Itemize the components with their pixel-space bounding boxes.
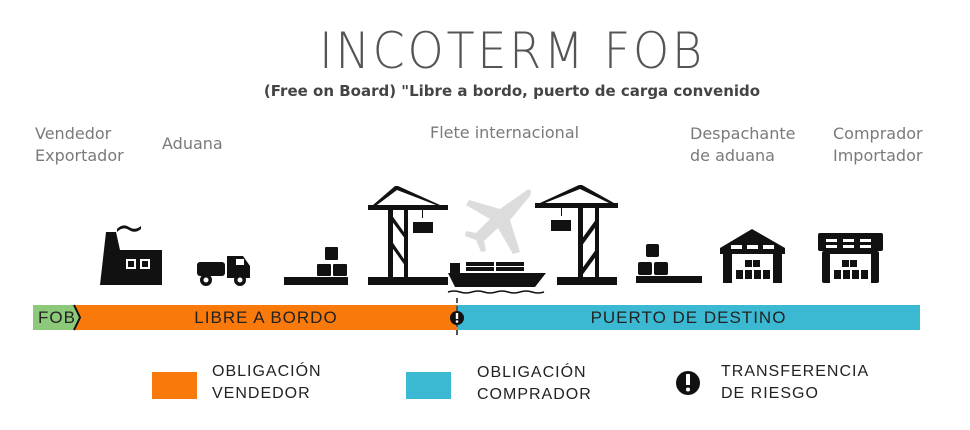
role-broker-line1: Despachante — [690, 124, 796, 143]
legend-buyer-line1: OBLIGACIÓN — [477, 364, 587, 381]
legend-buyer-swatch — [406, 372, 451, 399]
role-customs: Aduana — [162, 134, 223, 153]
buyer-segment: PUERTO DE DESTINO — [457, 305, 920, 330]
port-crane-icon — [535, 185, 618, 285]
role-buyer-line2: Importador — [833, 146, 923, 165]
truck-icon — [197, 256, 250, 286]
pallet-boxes-icon — [636, 244, 702, 283]
role-buyer-line1: Comprador — [833, 124, 923, 143]
factory-icon — [100, 225, 162, 285]
warehouse-icon — [818, 233, 883, 283]
legend-buyer-label: OBLIGACIÓN COMPRADOR — [477, 362, 592, 406]
legend-risk-label: TRANSFERENCIA DE RIESGO — [721, 361, 869, 405]
seller-segment: LIBRE A BORDO — [75, 305, 457, 330]
warehouse-icon — [720, 229, 785, 283]
legend-risk-line1: TRANSFERENCIA — [721, 363, 870, 380]
cargo-ship-icon — [447, 262, 546, 294]
legend-seller-line2: VENDEDOR — [212, 385, 311, 402]
fob-tag: FOB — [33, 305, 81, 330]
legend-seller-label: OBLIGACIÓN VENDEDOR — [212, 361, 322, 405]
role-broker-line2: de aduana — [690, 146, 775, 165]
role-seller-line2: Exportador — [35, 146, 124, 165]
legend-seller-swatch — [152, 372, 197, 399]
role-freight: Flete internacional — [430, 123, 580, 142]
airplane-icon — [465, 189, 531, 254]
role-broker: Despachante de aduana — [690, 123, 795, 167]
page-title: INCOTERM FOB — [319, 22, 705, 80]
role-seller-line1: Vendedor — [35, 124, 112, 143]
legend-seller-line1: OBLIGACIÓN — [212, 363, 322, 380]
legend-buyer-line2: COMPRADOR — [477, 386, 592, 403]
role-buyer: Comprador Importador — [833, 123, 923, 167]
subtitle: (Free on Board) "Libre a bordo, puerto d… — [263, 82, 761, 100]
port-crane-icon — [368, 186, 448, 285]
legend-risk-line2: DE RIESGO — [721, 385, 819, 402]
pallet-boxes-icon — [284, 247, 348, 285]
role-seller: Vendedor Exportador — [35, 123, 124, 167]
